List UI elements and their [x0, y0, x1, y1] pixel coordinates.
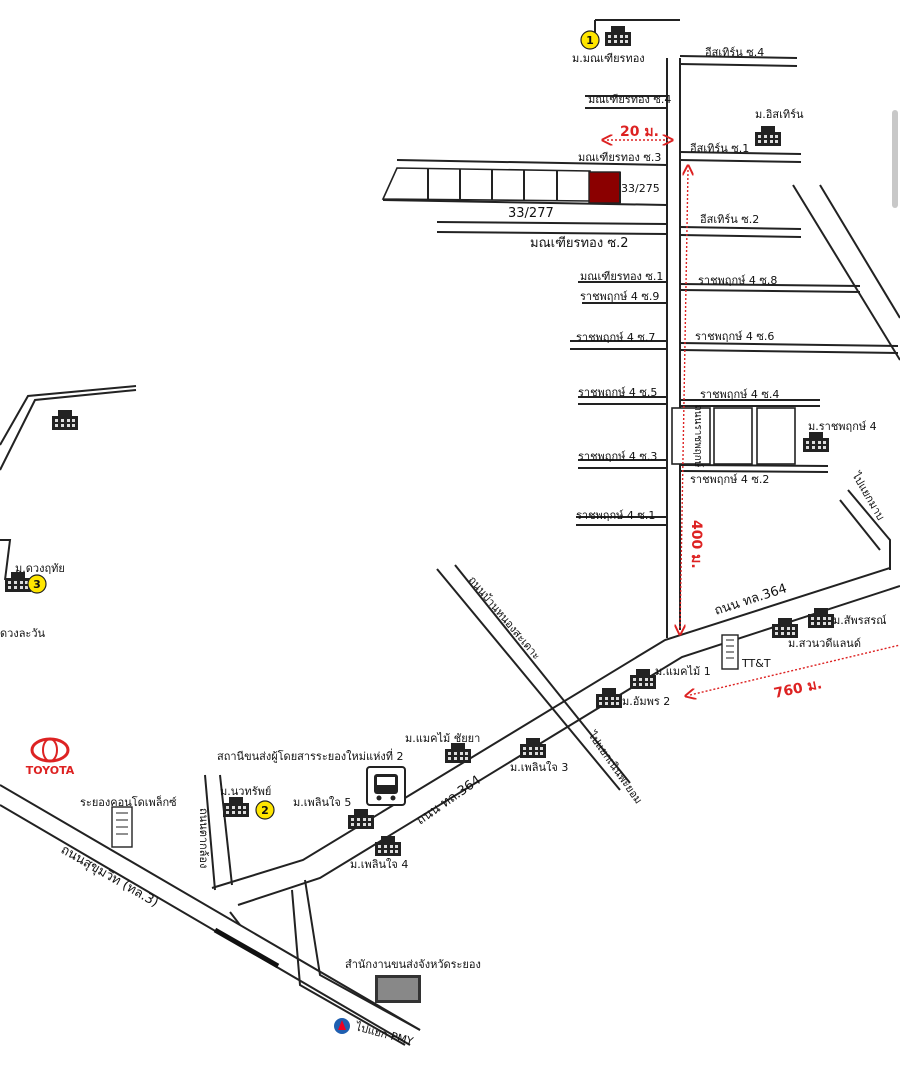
target-plot[interactable] [588, 171, 621, 204]
side-streets-right [679, 55, 900, 473]
svg-text:2: 2 [261, 804, 269, 817]
street-label: ราชพฤกษ์ 4 ซ.1 [576, 509, 655, 522]
marker-1[interactable]: 1 [580, 30, 600, 50]
road-east [839, 489, 891, 570]
street-label: อีสเทิร์น ซ.4 [705, 46, 765, 59]
street-label: ไปแยกเนินพะยอม [585, 728, 645, 806]
landmark-label: ระยองคอนโดเพล็กซ์ [80, 795, 177, 809]
blocks-ratchaphruek: ถนนราชพฤกษ์ [671, 405, 796, 468]
village-label: ม.แมคไม้ 1 [655, 665, 711, 678]
street-label: มณเฑียรทอง ซ.1 [580, 270, 663, 283]
marker-2[interactable]: 2 [255, 800, 275, 820]
main-vertical-road [666, 58, 681, 638]
tall-building-ttt [721, 634, 739, 670]
bus-icon [366, 766, 406, 806]
tapong-road [204, 774, 233, 891]
svg-text:3: 3 [33, 578, 41, 591]
village-label: ม.เพลินใจ 5 [293, 796, 351, 809]
village-label: ม.สวนวดีแลนด์ [788, 637, 861, 650]
distance-20m: 20 ม. [607, 124, 668, 140]
svg-text:1: 1 [586, 34, 594, 47]
street-label: ราชพฤกษ์ 4 ซ.9 [580, 290, 659, 303]
village-label: ม.ราชพฤกษ์ 4 [808, 420, 877, 433]
street-label: ราชพฤกษ์ 4 ซ.7 [576, 331, 655, 344]
street-label: มณเฑียรทอง ซ.3 [578, 151, 661, 164]
street-label: อีสเทิร์น ซ.2 [700, 213, 760, 226]
toyota-logo: TOYOTA [26, 737, 75, 777]
village-label: ม.อัมพร 2 [622, 695, 670, 708]
street-label: ราชพฤกษ์ 4 ซ.5 [578, 386, 657, 399]
svg-text:760 ม.: 760 ม. [773, 676, 824, 702]
highway-364 [211, 567, 900, 906]
plot-row: 33/275 33/277 [381, 167, 660, 221]
street-label: ราชพฤกษ์ 4 ซ.4 [700, 388, 779, 401]
street-label: ราชพฤกษ์ 4 ซ.2 [690, 473, 769, 486]
street-label: ราชพฤกษ์ 4 ซ.8 [698, 274, 777, 287]
neighbor-plot-label: 33/277 [508, 206, 554, 221]
village-label: ม.นวทรัพย์ [220, 785, 271, 798]
cross-road [436, 564, 631, 791]
street-label: มณเฑียรทอง ซ.2 [530, 235, 629, 251]
village-label: ม.อิสเทิร์น [755, 108, 804, 121]
sukhumvit-road [0, 784, 421, 1046]
west-curvy-road [0, 385, 137, 581]
street-label: ถนน ทล.364 [414, 773, 484, 828]
marker-3[interactable]: 3 [27, 574, 47, 594]
ptt-logo [334, 1018, 350, 1034]
svg-text:20 ม.: 20 ม. [620, 124, 659, 140]
office-building [375, 975, 421, 1003]
village-label: ดวงละวัน [0, 627, 46, 640]
village-label: ม.ดวงฤทัย [15, 562, 65, 575]
distance-400m: 400 ม. [680, 170, 704, 630]
village-label: ม.มณเฑียรทอง [572, 52, 645, 65]
tall-building-condo [111, 806, 133, 848]
svg-text:TOYOTA: TOYOTA [26, 764, 75, 777]
street-label: ถนนตากล้อง [197, 808, 210, 868]
street-label: มณเฑียรทอง ซ.4 [588, 93, 671, 106]
village-label: ม.แมคไม้ ชัยยา [405, 732, 480, 745]
street-label-rp-main: ถนนราชพฤกษ์ [692, 405, 704, 468]
side-streets-left [382, 95, 668, 526]
street-label: ถนนสุขุมวิท (ทล.3) [58, 842, 161, 910]
landmark-label: TT&T [741, 657, 771, 670]
svg-text:400 ม.: 400 ม. [688, 520, 704, 569]
village-label: ม.สัพรสรณ์ [833, 614, 886, 627]
street-label: ราชพฤกษ์ 4 ซ.6 [695, 330, 774, 343]
landmark-label: สถานีขนส่งผู้โดยสารระยองใหม่แห่งที่ 2 [217, 748, 404, 763]
scrollbar-thumb[interactable] [892, 110, 898, 208]
target-plot-label: 33/275 [621, 182, 660, 195]
village-label: ม.เพลินใจ 3 [510, 761, 568, 774]
street-label: ไปแยก PMY [353, 1020, 415, 1048]
village-label: ม.เพลินใจ 4 [350, 858, 408, 871]
street-label: ราชพฤกษ์ 4 ซ.3 [578, 450, 657, 463]
street-label: อีสเทิร์น ซ.1 [690, 142, 750, 155]
landmark-label: สำนักงานขนส่งจังหวัดระยอง [345, 958, 481, 971]
